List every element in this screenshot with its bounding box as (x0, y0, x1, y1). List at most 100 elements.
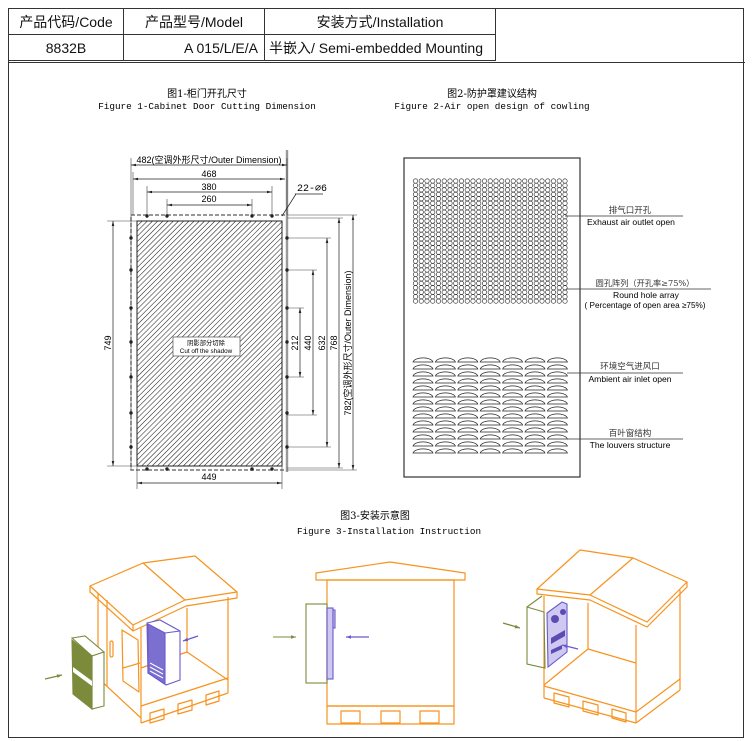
vent-hole (470, 182, 476, 188)
vent-hole (481, 294, 487, 300)
hatch-line (136, 220, 190, 274)
vent-hole (527, 254, 533, 260)
vent-hole (516, 263, 522, 269)
vent-hole (487, 294, 493, 300)
vent-hole (441, 249, 447, 255)
vent-hole (464, 223, 470, 229)
vent-hole (539, 231, 545, 237)
hatch-line (136, 257, 283, 404)
vent-hole (493, 178, 499, 184)
hatch-line (136, 220, 200, 284)
hatch-line (255, 439, 283, 467)
vent-hole (527, 298, 533, 304)
vent-hole (430, 236, 436, 242)
mounting-hole (285, 306, 289, 310)
hatch-line (136, 294, 283, 440)
louver-slot (479, 406, 501, 412)
mounting-hole (129, 375, 133, 379)
vent-hole (453, 240, 459, 246)
vent-hole (493, 289, 499, 295)
header-value-row: 8832B A 015/L/E/A 半嵌入/ Semi-embedded Mou… (8, 34, 496, 61)
vent-hole (441, 245, 447, 251)
hatch-line (219, 403, 283, 467)
vent-hole (458, 205, 464, 211)
vent-hole (470, 271, 476, 277)
vent-hole (550, 263, 556, 269)
vent-hole (453, 254, 459, 260)
figure2-title-en: Figure 2-Air open design of cowling (394, 101, 589, 112)
header-label-row: 产品代码/Code 产品型号/Model 安装方式/Installation (8, 8, 496, 35)
base-vent (419, 710, 440, 724)
vent-hole (493, 249, 499, 255)
vent-hole (493, 196, 499, 202)
louver-slot (546, 378, 568, 384)
vent-hole (493, 209, 499, 215)
louver-slot (434, 441, 456, 447)
vent-hole (562, 178, 568, 184)
hatch-line (136, 220, 143, 227)
louver-slot (479, 385, 501, 391)
vent-hole (487, 187, 493, 193)
vent-hole (550, 245, 556, 251)
vent-hole (562, 218, 568, 224)
vent-hole (522, 289, 528, 295)
vent-hole (539, 276, 545, 282)
vent-hole (539, 280, 545, 286)
mounting-hole (165, 214, 169, 218)
vent-hole (418, 240, 424, 246)
vent-hole (412, 196, 418, 202)
dim-380-label: 380 (201, 182, 216, 192)
base-vent (611, 708, 627, 723)
unit-grille (551, 630, 565, 644)
hatch-line (229, 413, 283, 467)
vent-hole (539, 223, 545, 229)
vent-hole (562, 231, 568, 237)
vent-hole (476, 191, 482, 197)
louver-slot (524, 378, 546, 384)
code-value: 8832B (8, 34, 124, 61)
vent-hole (510, 276, 516, 282)
door-edge (122, 662, 141, 669)
vent-hole (493, 236, 499, 242)
vent-hole (527, 196, 533, 202)
vent-hole (458, 267, 464, 273)
vent-hole (539, 258, 545, 264)
louver-slot (524, 371, 546, 377)
vent-hole (430, 240, 436, 246)
vent-hole (418, 294, 424, 300)
vent-hole (435, 205, 441, 211)
ambient-label-en: Ambient air inlet open (588, 374, 671, 384)
vent-hole (504, 191, 510, 197)
round-hole-label-cn: 圆孔阵列（开孔率≥75%） (596, 278, 695, 288)
vent-hole (510, 236, 516, 242)
vent-hole (510, 258, 516, 264)
vent-hole (527, 209, 533, 215)
vent-hole (418, 223, 424, 229)
dim-632-label: 632 (317, 335, 327, 350)
hatch-line (198, 382, 283, 467)
unit-bump (332, 609, 336, 629)
vent-hole (510, 254, 516, 260)
vent-hole (412, 218, 418, 224)
vent-hole (562, 223, 568, 229)
vent-hole (539, 191, 545, 197)
vent-hole (418, 254, 424, 260)
vent-hole (476, 258, 482, 264)
vent-hole (545, 289, 551, 295)
vent-hole (487, 258, 493, 264)
louver-slot (479, 434, 501, 440)
vent-hole (510, 294, 516, 300)
vent-hole (562, 249, 568, 255)
vent-hole (550, 227, 556, 233)
vent-hole (418, 271, 424, 277)
vent-hole (481, 263, 487, 269)
vent-hole (527, 294, 533, 300)
vent-hole (418, 245, 424, 251)
vent-hole (441, 231, 447, 237)
vent-hole (476, 205, 482, 211)
dim-449-label: 449 (201, 472, 216, 482)
vent-hole (545, 231, 551, 237)
vent-hole (464, 285, 470, 291)
vent-hole (533, 218, 539, 224)
vent-hole (430, 289, 436, 295)
